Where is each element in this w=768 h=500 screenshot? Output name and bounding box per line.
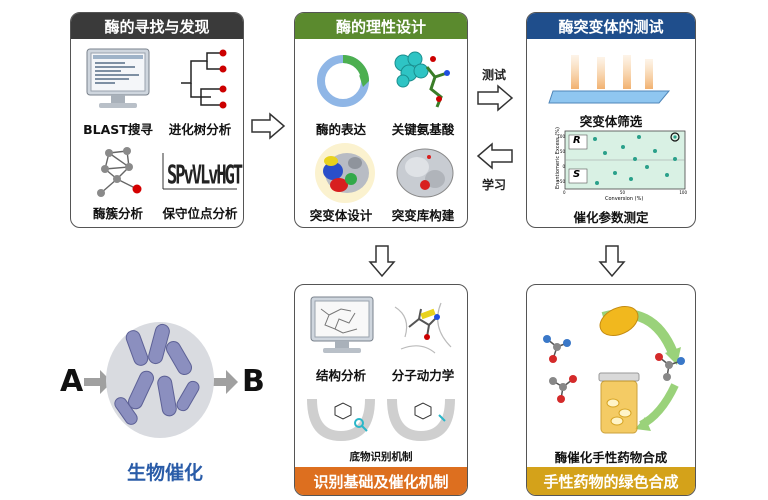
- panel-green-synthesis-footer: 手性药物的绿色合成: [527, 467, 695, 495]
- label-learn: 学习: [482, 178, 507, 192]
- ee-conversion-plot: R S Enantiomeric Excess (%) 100 50 0 -50…: [535, 127, 691, 207]
- x-tick: 0: [563, 190, 566, 195]
- label-structure-analysis: 结构分析: [315, 368, 366, 383]
- label-molecular-dynamics: 分子动力学: [391, 368, 455, 383]
- label-mutant-screening: 突变体筛选: [579, 114, 643, 129]
- label-mutant-design: 突变体设计: [309, 208, 373, 223]
- screening-plate-icon: [547, 53, 675, 109]
- biocatalysis-caption: 生物催化: [126, 462, 203, 484]
- panel-mutant-testing: 酶突变体的测试 突变体筛选: [526, 12, 696, 228]
- sequence-logo-letters: SPvVLvHGT: [167, 161, 243, 191]
- label-substrate-recognition: 底物识别机制: [349, 451, 413, 463]
- y-tick: 100: [557, 134, 565, 139]
- y-tick: 50: [559, 149, 565, 154]
- x-tick: 50: [619, 190, 625, 195]
- panel-enzyme-discovery-title: 酶的寻找与发现: [71, 13, 243, 39]
- panel-mutant-testing-title: 酶突变体的测试: [527, 13, 695, 39]
- label-key-amino-acid: 关键氨基酸: [391, 122, 455, 137]
- expression-cycle-icon: [313, 51, 373, 111]
- plot-s-label: S: [573, 169, 581, 180]
- label-enzyme-expression: 酶的表达: [315, 122, 366, 137]
- structure-monitor-icon: [309, 295, 375, 357]
- panel-enzyme-discovery: 酶的寻找与发现: [70, 12, 244, 228]
- blast-monitor-icon: [85, 47, 151, 111]
- chiral-synthesis-illustration: [533, 293, 689, 441]
- x-tick: 100: [679, 190, 687, 195]
- label-cluster-analysis: 酶簇分析: [92, 206, 143, 221]
- arrow-right-1: [250, 112, 286, 140]
- panel-rational-design: 酶的理性设计 酶的表达 关键氨基酸: [294, 12, 468, 228]
- label-kinetic-params: 催化参数测定: [573, 210, 649, 225]
- label-blast-search: BLAST搜寻: [83, 122, 153, 137]
- sequence-logo-icon: SPvVLvHGT: [159, 151, 243, 195]
- label-tree-analysis: 进化树分析: [168, 122, 232, 137]
- substrate-pocket-icon: [303, 395, 459, 445]
- phylogenetic-tree-icon: [177, 47, 233, 113]
- mutant-library-icon: [389, 141, 459, 205]
- y-tick: -50: [558, 179, 565, 184]
- label-test: 测试: [482, 68, 507, 82]
- panel-green-synthesis: 酶催化手性药物合成 手性药物的绿色合成: [526, 284, 696, 496]
- mutant-design-protein-icon: [307, 141, 379, 205]
- panel-recognition-mechanism: 结构分析 分子动力学 底物识别机制 识别基础及催化机制: [294, 284, 468, 496]
- plot-x-ticks: 0 50 100: [563, 190, 687, 195]
- enzyme-cluster-icon: [89, 141, 149, 201]
- plot-r-label: R: [573, 135, 581, 146]
- plot-y-ticks: 100 50 0 -50: [553, 129, 565, 189]
- product-b-label: B: [242, 364, 265, 399]
- arrow-left-learn: [476, 142, 514, 170]
- panel-recognition-mechanism-footer: 识别基础及催化机制: [295, 467, 467, 495]
- plot-x-axis-label: Conversion (%): [605, 196, 644, 202]
- biocatalysis-illustration: A B: [60, 300, 270, 460]
- substrate-a-label: A: [60, 364, 84, 399]
- arrow-down-to-synthesis: [598, 244, 626, 278]
- label-enzymatic-chiral-synthesis: 酶催化手性药物合成: [554, 450, 668, 465]
- arrow-down-to-mechanism: [368, 244, 396, 278]
- label-conserved-site: 保守位点分析: [162, 206, 238, 221]
- key-amino-acid-icon: [389, 47, 459, 113]
- panel-rational-design-title: 酶的理性设计: [295, 13, 467, 39]
- molecular-dynamics-icon: [391, 297, 457, 357]
- label-mutant-library: 突变库构建: [391, 208, 455, 223]
- y-tick: 0: [562, 164, 565, 169]
- arrow-right-test: [476, 84, 514, 112]
